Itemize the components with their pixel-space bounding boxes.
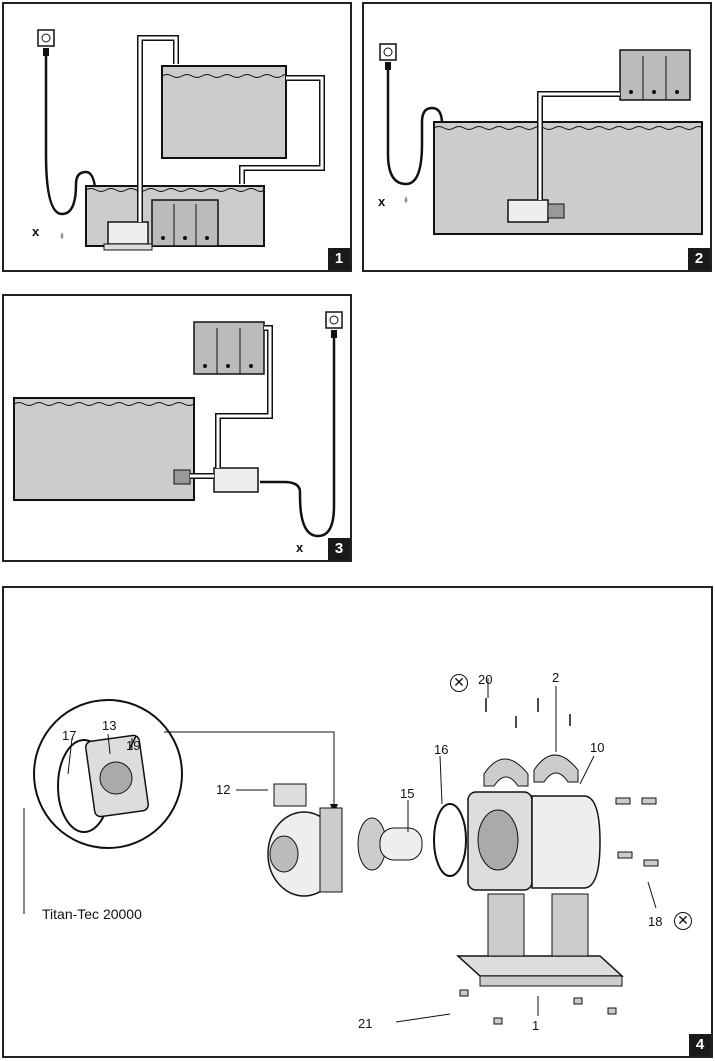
tank [433, 121, 703, 235]
figure-4-panel: 17 13 19 12 15 16 20 2 10 18 21 1 ✕ ✕ Ti… [2, 586, 713, 1058]
callout-2: 2 [552, 670, 560, 685]
upper-tank [161, 65, 287, 159]
model-label: Titan-Tec 20000 [42, 906, 142, 922]
drip-loop-drop-icon [60, 232, 64, 239]
power-cable [44, 56, 114, 231]
callout-16: 16 [434, 742, 449, 757]
plug-icon [385, 62, 391, 70]
callout-15: 15 [400, 786, 415, 801]
figure-1-panel: x 1 [2, 2, 352, 272]
callout-17: 17 [62, 728, 77, 743]
drip-loop-drop-icon [404, 196, 408, 203]
pump-housing-outlet-12 [273, 783, 307, 807]
callout-13: 13 [102, 718, 117, 733]
figure-number-badge: 4 [689, 1034, 711, 1056]
o-ring-16 [433, 803, 467, 877]
pump [107, 221, 149, 245]
pump-strainer [173, 469, 191, 485]
power-socket-icon [325, 311, 343, 329]
clamp-2b [533, 754, 579, 783]
pump-strainer [547, 203, 565, 219]
callout-10: 10 [590, 740, 605, 755]
pump [507, 199, 549, 223]
figure-2-drawing [379, 43, 703, 235]
base-1 [456, 955, 624, 977]
tank [13, 397, 195, 501]
discard-x-icon: ✕ [674, 912, 692, 930]
figure-1-drawing [37, 29, 325, 251]
figure-3-drawing [13, 311, 343, 538]
callout-1: 1 [532, 1018, 540, 1033]
plug-icon [331, 330, 337, 338]
plug-icon [43, 48, 49, 56]
figure-2-panel: x 2 [362, 2, 712, 272]
power-socket-icon [37, 29, 55, 47]
power-cable [260, 338, 336, 538]
power-socket-icon [379, 43, 397, 61]
discard-x-icon: ✕ [450, 674, 468, 692]
drain-mark: x [32, 224, 40, 239]
foot-21 [459, 989, 469, 997]
figure-4-exploded-view [23, 678, 659, 1025]
figure-3-panel: x 3 [2, 294, 352, 562]
screw-18 [615, 797, 631, 805]
pump [213, 467, 259, 493]
clamp-2a [483, 758, 529, 787]
callout-19: 19 [126, 738, 141, 753]
drain-mark: x [378, 194, 386, 209]
callout-12: 12 [216, 782, 231, 797]
callout-20: 20 [478, 672, 493, 687]
figure-number-badge: 2 [688, 248, 710, 270]
power-cable [386, 70, 506, 212]
drain-mark: x [296, 540, 304, 555]
callout-18: 18 [648, 914, 663, 929]
figure-number-badge: 3 [328, 538, 350, 560]
figure-number-badge: 1 [328, 248, 350, 270]
callout-21: 21 [358, 1016, 373, 1031]
